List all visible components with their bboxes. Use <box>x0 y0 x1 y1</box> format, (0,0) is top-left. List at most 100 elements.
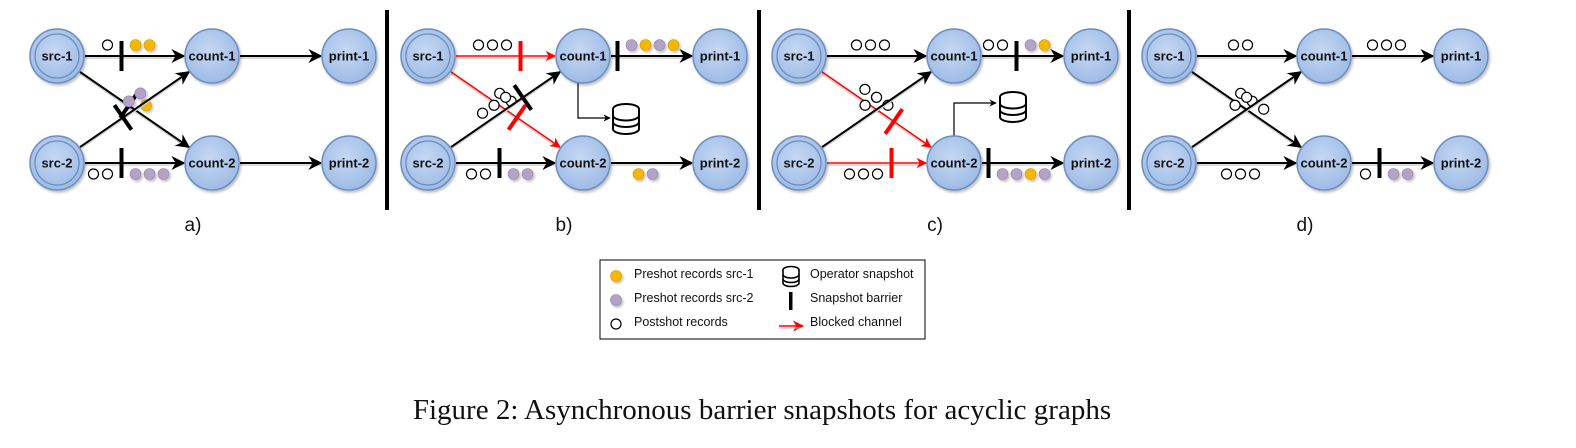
postshot-record <box>843 168 856 180</box>
channel-count2-to-print2 <box>982 148 1065 180</box>
red-arrow-icon <box>779 320 805 332</box>
node-label: src-2 <box>412 156 443 171</box>
postshot-record <box>1240 91 1253 103</box>
channel-count2-to-print2 <box>240 156 323 170</box>
legend-box <box>599 259 926 340</box>
preshot-record-src2 <box>1038 168 1051 180</box>
node-label: print-2 <box>329 156 369 171</box>
node-count-1: count-1 <box>184 28 240 84</box>
postshot-record <box>1394 39 1407 51</box>
panel-label: d) <box>1297 215 1314 236</box>
legend-label-blocked-channel: Blocked channel <box>810 315 902 329</box>
legend-label-snapshot-barrier: Snapshot barrier <box>810 291 902 305</box>
channel-src2-to-count2 <box>456 148 557 180</box>
node-label: print-2 <box>700 156 740 171</box>
node-count-2: count-2 <box>184 135 240 191</box>
preshot-record-src2 <box>1024 39 1037 51</box>
node-src-1: src-1 <box>400 28 456 84</box>
preshot-record-src2 <box>1401 168 1414 180</box>
preshot-record-src1 <box>1024 168 1037 180</box>
channel-count2-to-print2 <box>611 156 694 180</box>
preshot-record-src2 <box>996 168 1009 180</box>
panel-label: b) <box>556 215 573 236</box>
legend: Preshot records src-1 Preshot records sr… <box>599 259 926 340</box>
postshot-record <box>859 83 871 95</box>
preshot-src1-icon <box>610 270 622 282</box>
channel-count1-to-print1 <box>982 39 1065 71</box>
channel-src2-to-count2 <box>827 148 928 180</box>
node-print-2: print-2 <box>321 135 377 191</box>
channel-arrow <box>821 71 933 148</box>
postshot-record <box>500 39 513 51</box>
legend-label-preshot-src2: Preshot records src-2 <box>634 291 754 305</box>
postshot-record <box>982 39 995 51</box>
database-icon <box>612 103 640 135</box>
channel-count1-to-print1 <box>611 39 694 71</box>
postshot-record <box>101 39 114 51</box>
preshot-record-src1 <box>143 39 156 51</box>
channel-count1-to-print1 <box>1352 39 1435 63</box>
preshot-record-src2 <box>134 87 147 100</box>
node-print-2: print-2 <box>1063 135 1119 191</box>
preshot-record-src1 <box>129 39 142 51</box>
node-label: print-2 <box>1071 156 1111 171</box>
preshot-src2-icon <box>610 294 622 306</box>
node-print-1: print-1 <box>1433 28 1489 84</box>
database-icon <box>782 265 800 288</box>
channel-src2-to-count1 <box>821 71 933 150</box>
preshot-record-src2 <box>143 168 156 180</box>
node-src-2: src-2 <box>29 135 85 191</box>
postshot-record <box>1229 99 1241 111</box>
node-label: src-1 <box>41 49 72 64</box>
postshot-record <box>996 39 1009 51</box>
postshot-record <box>857 168 870 180</box>
node-label: print-1 <box>329 49 369 64</box>
postshot-record <box>1380 39 1393 51</box>
postshot-record <box>870 91 883 103</box>
postshot-record <box>1227 39 1240 51</box>
postshot-record <box>1248 168 1261 180</box>
postshot-record <box>87 168 100 180</box>
node-label: print-1 <box>1071 49 1111 64</box>
postshot-record <box>486 39 499 51</box>
postshot-record <box>859 99 871 111</box>
postshot-record <box>1359 168 1372 180</box>
operator-snapshot <box>953 91 1027 136</box>
node-label: count-2 <box>931 156 978 171</box>
node-label: src-1 <box>783 49 814 64</box>
snapshot-barrier <box>883 107 904 135</box>
database-icon <box>999 91 1027 123</box>
postshot-record <box>499 91 512 103</box>
node-count-2: count-2 <box>1296 135 1352 191</box>
channel-src2-to-count1 <box>1191 71 1303 150</box>
legend-label-operator-snapshot: Operator snapshot <box>810 267 914 281</box>
node-label: count-2 <box>189 156 236 171</box>
postshot-record <box>472 39 485 51</box>
node-print-1: print-1 <box>321 28 377 84</box>
postshot-record <box>850 39 863 51</box>
node-label: count-1 <box>931 49 978 64</box>
channel-src2-to-count2 <box>1197 156 1298 180</box>
channel-src1-to-count1 <box>85 39 186 71</box>
snapshot-barrier <box>512 84 533 112</box>
channel-count2-to-print2 <box>1352 148 1435 180</box>
postshot-record <box>864 39 877 51</box>
postshot-record <box>476 107 489 119</box>
node-count-2: count-2 <box>555 135 611 191</box>
node-label: print-1 <box>700 49 740 64</box>
channel-arrow <box>79 71 191 148</box>
node-print-2: print-2 <box>1433 135 1489 191</box>
node-label: src-2 <box>41 156 72 171</box>
channel-src1-to-count1 <box>827 39 928 63</box>
preshot-record-src2 <box>123 95 135 108</box>
postshot-record <box>871 168 884 180</box>
postshot-icon <box>610 318 622 330</box>
postshot-record <box>1220 168 1233 180</box>
preshot-record-src2 <box>1010 168 1023 180</box>
node-print-2: print-2 <box>692 135 748 191</box>
legend-label-postshot: Postshot records <box>634 315 728 329</box>
channel-count1-to-print1 <box>240 49 323 63</box>
